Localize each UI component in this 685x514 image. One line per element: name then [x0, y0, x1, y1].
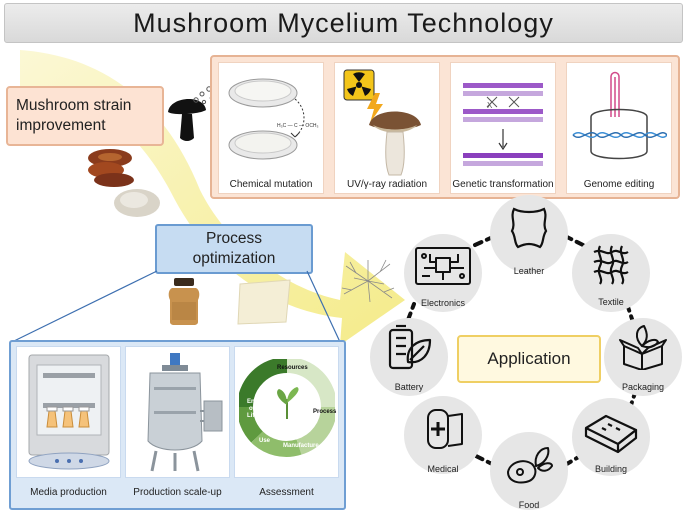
cycle-manufacture: Manufacture	[283, 443, 319, 449]
media-production-label: Media production	[30, 487, 107, 498]
mycelium-sample-image	[114, 189, 160, 217]
chemical-mutation-label: Chemical mutation	[229, 179, 313, 190]
petri-dish-icon	[228, 78, 305, 160]
app-leather-circle	[490, 195, 568, 273]
mushroom-image	[369, 111, 421, 176]
packaging-icon	[619, 325, 667, 370]
reishi-mushroom-image	[88, 149, 134, 187]
app-packaging-label: Packaging	[621, 382, 665, 392]
genetic-transformation-panel: X Genetic transformation	[450, 62, 556, 194]
spawn-bottle-image	[168, 278, 200, 325]
process-methods-panel: Media production Production scale-up Res…	[9, 340, 346, 510]
mycelium-sheet-image	[237, 279, 291, 325]
app-textile-label: Textile	[598, 297, 624, 307]
strain-label-line2: improvement	[16, 117, 106, 134]
scale-up-label: Production scale-up	[133, 487, 222, 498]
lifecycle-cycle-icon	[239, 359, 335, 457]
cycle-of: of	[249, 406, 255, 412]
incubator-icon	[28, 354, 110, 470]
medical-icon	[427, 409, 463, 449]
cycle-process: Process	[313, 409, 337, 415]
lightning-icon	[367, 93, 383, 123]
app-medical-label: Medical	[427, 464, 459, 474]
process-optimization-box: Process optimization	[155, 224, 313, 274]
cycle-end: End	[247, 399, 259, 405]
assessment-panel: Resources Process Manufacture Use End of…	[234, 346, 339, 498]
circuit-board-icon	[415, 247, 471, 285]
process-label-line1: Process	[206, 230, 262, 247]
cycle-life: Life	[247, 413, 258, 419]
scale-up-panel: Production scale-up	[125, 346, 230, 498]
mycelium-network-icon	[341, 259, 395, 303]
radiation-icon	[343, 69, 375, 101]
crossover-mark: X	[487, 101, 493, 110]
chemical-mutation-panel: H₃C — C — OCH₃ Chemical mutation	[218, 62, 324, 194]
app-battery-label: Battery	[394, 382, 424, 392]
dna-recombination-icon	[463, 83, 543, 166]
page-title: Mushroom Mycelium Technology	[133, 7, 554, 38]
app-medical-circle	[404, 396, 482, 474]
assessment-label: Assessment	[259, 487, 314, 498]
strain-methods-panel: H₃C — C — OCH₃ Chemical mutation UV/γ-ra…	[210, 55, 680, 199]
genome-editing-panel: Genome editing	[566, 62, 672, 194]
strain-improvement-box: Mushroom strain improvement	[6, 86, 164, 146]
app-food-circle	[490, 432, 568, 510]
process-label-line2: optimization	[192, 250, 276, 267]
brick-icon	[584, 414, 638, 454]
application-box: Application	[457, 335, 601, 383]
title-bar: Mushroom Mycelium Technology	[4, 3, 683, 43]
strain-label-line1: Mushroom strain	[16, 97, 132, 114]
media-production-panel: Media production	[16, 346, 121, 498]
app-food-label: Food	[518, 500, 540, 510]
mushroom-icon	[168, 98, 206, 141]
application-label: Application	[487, 349, 571, 368]
app-leather-label: Leather	[513, 266, 545, 276]
battery-icon	[388, 324, 432, 370]
genome-editing-label: Genome editing	[583, 179, 655, 190]
food-icon	[507, 447, 553, 484]
crispr-icon	[572, 71, 667, 160]
app-electronics-label: Electronics	[420, 298, 465, 308]
bioreactor-icon	[147, 353, 223, 472]
leather-icon	[510, 207, 548, 249]
genetic-transformation-label: Genetic transformation	[452, 179, 554, 190]
cycle-resources: Resources	[277, 365, 308, 371]
app-building-label: Building	[594, 464, 628, 474]
chemical-formula: H₃C — C — OCH₃	[277, 123, 319, 129]
uv-radiation-label: UV/γ-ray radiation	[346, 179, 428, 190]
textile-icon	[593, 245, 629, 285]
cycle-use: Use	[259, 438, 271, 444]
uv-radiation-panel: UV/γ-ray radiation	[334, 62, 440, 194]
